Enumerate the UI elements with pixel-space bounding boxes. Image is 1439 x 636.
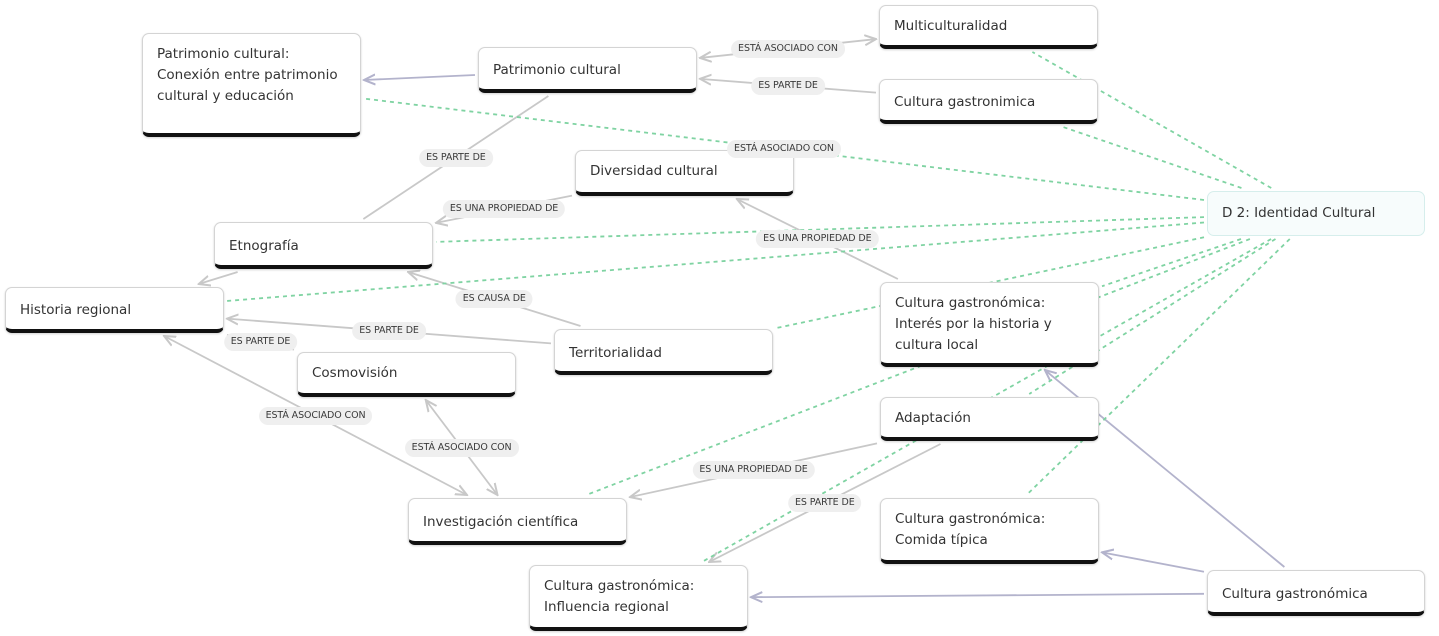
node-influencia-regional[interactable]: Cultura gastronómica: Influencia regiona… [529,565,748,631]
node-label: Adaptación [895,410,971,426]
edge-label: ES PARTE DE [352,322,426,340]
edge-cultura-gastronomica-to-comida-tipica [1102,552,1205,573]
edge-identidad-cultural-to-patrimonio-educacion [363,97,1205,201]
node-label: Cosmovisión [312,365,398,381]
edge-label: ES PARTE DE [223,333,298,352]
edge-identidad-cultural-to-multiculturalidad [1031,51,1272,189]
edge-identidad-cultural-to-cultura-gastronimica [1062,126,1242,189]
edge-identidad-cultural-to-interes-historia [1101,238,1242,288]
node-label: Territorialidad [569,345,662,361]
node-label: Patrimonio cultural [493,62,621,78]
node-label: D 2: Identidad Cultural [1222,205,1376,221]
edge-identidad-cultural-to-etnografia [435,216,1205,243]
node-label: Patrimonio cultural: Conexión entre patr… [157,46,338,104]
edge-identidad-cultural-to-historia-regional [226,221,1205,302]
node-adaptacion[interactable]: Adaptación [880,397,1099,441]
node-investigacion-cientifica[interactable]: Investigación científica [408,498,627,545]
node-label: Cultura gastronómica: Influencia regiona… [544,578,695,615]
edge-label: ES UNA PROPIEDAD DE [442,200,566,219]
node-territorialidad[interactable]: Territorialidad [554,329,773,375]
edge-label: ES PARTE DE [787,494,862,512]
node-etnografia[interactable]: Etnografía [214,222,433,269]
node-interes-historia[interactable]: Cultura gastronómica: Interés por la his… [880,282,1099,367]
node-label: Cultura gastronómica: Interés por la his… [895,295,1052,353]
edge-patrimonio-cultural-to-patrimonio-educacion [364,75,476,80]
node-historia-regional[interactable]: Historia regional [5,287,224,333]
node-comida-tipica[interactable]: Cultura gastronómica: Comida típica [880,498,1099,564]
edge-label: ESTÁ ASOCIADO CON [404,438,519,457]
node-cultura-gastronimica[interactable]: Cultura gastronimica [879,79,1098,124]
node-label: Cultura gastronimica [894,94,1036,110]
edge-label: ESTÁ ASOCIADO CON [727,140,841,159]
edge-label: ES UNA PROPIEDAD DE [692,461,815,480]
node-label: Diversidad cultural [590,163,718,179]
node-diversidad-cultural[interactable]: Diversidad cultural [575,150,794,196]
edge-cultura-gastronomica-to-influencia-regional [751,594,1205,597]
node-multiculturalidad[interactable]: Multiculturalidad [879,5,1098,49]
edge-identidad-cultural-to-investigacion-cientifica [585,238,1251,496]
node-label: Cultura gastronómica: Comida típica [895,511,1046,548]
edge-label: ESTÁ ASOCIADO CON [731,39,845,58]
edge-label: ES PARTE DE [751,76,825,95]
edge-label: ES PARTE DE [419,148,493,167]
node-cultura-gastronomica[interactable]: Cultura gastronómica [1207,570,1425,616]
node-patrimonio-cultural[interactable]: Patrimonio cultural [478,47,697,93]
node-label: Historia regional [20,302,132,318]
node-label: Investigación científica [423,514,579,530]
node-patrimonio-educacion[interactable]: Patrimonio cultural: Conexión entre patr… [142,33,361,137]
node-label: Cultura gastronómica [1222,586,1368,602]
edge-identidad-cultural-to-comida-tipica [1025,238,1291,496]
edge-etnografia-to-historia-regional [199,271,238,284]
edge-label: ES CAUSA DE [455,290,533,308]
edge-identidad-cultural-to-adaptacion [1028,238,1276,395]
node-label: Multiculturalidad [894,18,1008,34]
node-identidad-cultural-root[interactable]: D 2: Identidad Cultural [1207,191,1425,236]
edge-label: ESTÁ ASOCIADO CON [258,406,373,425]
node-cosmovision[interactable]: Cosmovisión [297,352,516,397]
node-label: Etnografía [229,238,299,254]
edge-label: ES UNA PROPIEDAD DE [756,230,879,248]
